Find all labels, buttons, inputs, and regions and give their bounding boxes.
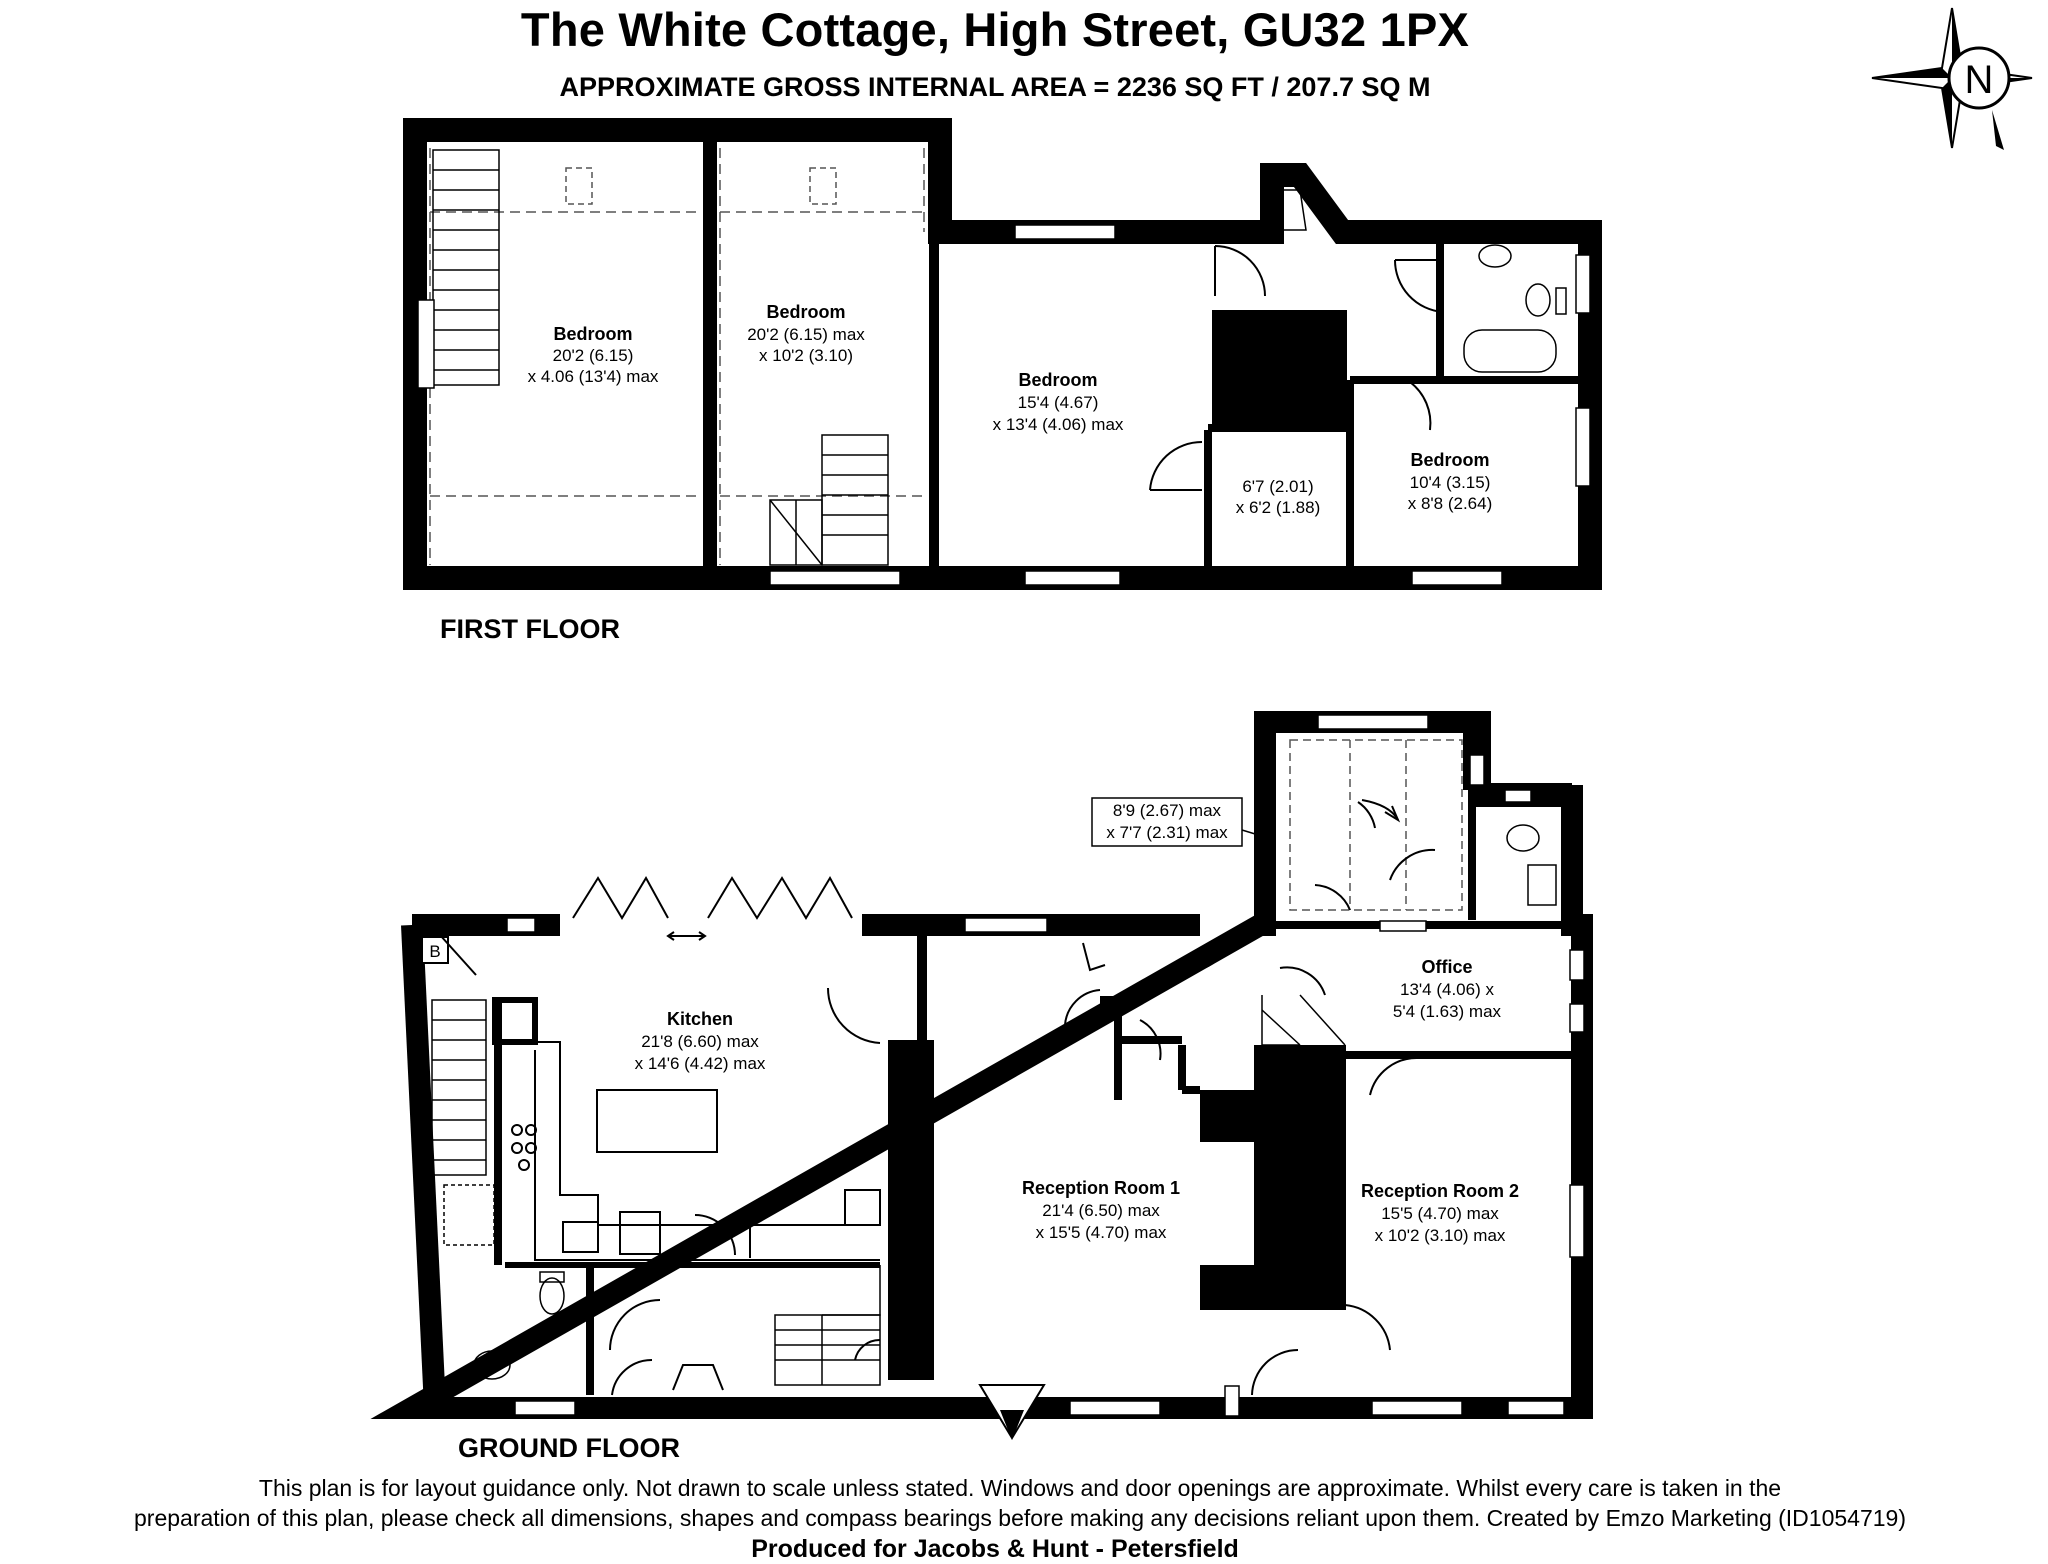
boiler-label: B bbox=[429, 942, 440, 961]
first-floor-room-small: 6'7 (2.01) x 6'2 (1.88) bbox=[1236, 477, 1321, 517]
compass-letter: N bbox=[1965, 58, 1994, 102]
gross-area-subtitle: APPROXIMATE GROSS INTERNAL AREA = 2236 S… bbox=[559, 72, 1431, 102]
room-dimension: 20'2 (6.15) max bbox=[747, 325, 865, 344]
room-dimension: 15'4 (4.67) bbox=[1018, 393, 1099, 412]
room-dimension: 13'4 (4.06) x bbox=[1400, 980, 1494, 999]
ground-floor-room-reception-1: Reception Room 1 21'4 (6.50) max x 15'5 … bbox=[1022, 1178, 1180, 1242]
room-dimension: 5'4 (1.63) max bbox=[1393, 1002, 1502, 1021]
room-dimension: 15'5 (4.70) max bbox=[1381, 1204, 1499, 1223]
room-name: Bedroom bbox=[553, 324, 632, 344]
ground-floor-room-reception-2: Reception Room 2 15'5 (4.70) max x 10'2 … bbox=[1361, 1181, 1519, 1245]
room-dimension: x 15'5 (4.70) max bbox=[1036, 1223, 1167, 1242]
plan-title: The White Cottage, High Street, GU32 1PX bbox=[520, 3, 1470, 56]
room-dimension: x 10'2 (3.10) bbox=[759, 346, 853, 365]
room-name: Office bbox=[1421, 957, 1472, 977]
callout-dimension: x 7'7 (2.31) max bbox=[1106, 823, 1228, 842]
first-floor-room-bedroom-4: Bedroom 10'4 (3.15) x 8'8 (2.64) bbox=[1408, 450, 1493, 513]
ground-floor-callout: 8'9 (2.67) max x 7'7 (2.31) max bbox=[1106, 801, 1228, 842]
room-dimension: 21'8 (6.60) max bbox=[641, 1032, 759, 1051]
room-dimension: x 10'2 (3.10) max bbox=[1375, 1226, 1506, 1245]
callout-dimension: 8'9 (2.67) max bbox=[1113, 801, 1222, 820]
produced-for-credit: Produced for Jacobs & Hunt - Petersfield bbox=[751, 1535, 1239, 1563]
room-dimension: 6'7 (2.01) bbox=[1242, 477, 1313, 496]
first-floor-label: FIRST FLOOR bbox=[440, 614, 620, 644]
room-dimension: x 14'6 (4.42) max bbox=[635, 1054, 766, 1073]
room-name: Bedroom bbox=[1410, 450, 1489, 470]
ground-floor-plan: B bbox=[370, 711, 1593, 1440]
room-name: Reception Room 2 bbox=[1361, 1181, 1519, 1201]
room-name: Reception Room 1 bbox=[1022, 1178, 1180, 1198]
first-floor-plan bbox=[403, 118, 1602, 590]
disclaimer-line-2: preparation of this plan, please check a… bbox=[134, 1505, 1906, 1531]
room-dimension: 10'4 (3.15) bbox=[1410, 473, 1491, 492]
room-dimension: 21'4 (6.50) max bbox=[1042, 1201, 1160, 1220]
ground-floor-label: GROUND FLOOR bbox=[458, 1433, 680, 1463]
first-floor-room-bedroom-2: Bedroom 20'2 (6.15) max x 10'2 (3.10) bbox=[747, 302, 865, 365]
room-dimension: x 8'8 (2.64) bbox=[1408, 494, 1493, 513]
ground-floor-room-office: Office 13'4 (4.06) x 5'4 (1.63) max bbox=[1393, 957, 1502, 1021]
room-dimension: 20'2 (6.15) bbox=[553, 346, 634, 365]
first-floor-room-bedroom-1: Bedroom 20'2 (6.15) x 4.06 (13'4) max bbox=[528, 324, 659, 386]
room-name: Kitchen bbox=[667, 1009, 733, 1029]
ground-floor-room-kitchen: Kitchen 21'8 (6.60) max x 14'6 (4.42) ma… bbox=[635, 1009, 766, 1073]
room-dimension: x 4.06 (13'4) max bbox=[528, 367, 659, 386]
disclaimer-line-1: This plan is for layout guidance only. N… bbox=[258, 1475, 1782, 1501]
room-name: Bedroom bbox=[766, 302, 845, 322]
compass-icon: N bbox=[1871, 7, 2033, 150]
room-name: Bedroom bbox=[1018, 370, 1097, 390]
first-floor-room-bedroom-3: Bedroom 15'4 (4.67) x 13'4 (4.06) max bbox=[993, 370, 1124, 434]
room-dimension: x 13'4 (4.06) max bbox=[993, 415, 1124, 434]
room-dimension: x 6'2 (1.88) bbox=[1236, 498, 1321, 517]
